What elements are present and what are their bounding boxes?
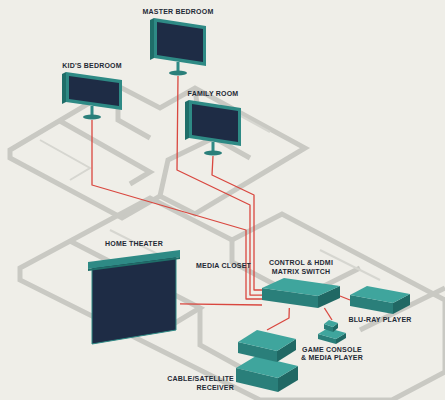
room-label: GAME CONSOLE & MEDIA PLAYER <box>300 346 364 363</box>
stack-drawing <box>236 330 298 392</box>
tv-screen: MASTER BEDROOM <box>143 8 214 76</box>
shape-face <box>92 256 176 344</box>
tv-base <box>204 151 222 156</box>
game-console: GAME CONSOLE & MEDIA PLAYER <box>300 320 364 363</box>
shape-face <box>154 18 206 66</box>
hdmi-cable <box>180 304 262 305</box>
shape-face <box>192 104 238 142</box>
room-label: KID'S BEDROOM <box>62 62 122 70</box>
tv-base <box>169 71 187 76</box>
shape-face <box>157 22 203 62</box>
upper-wall <box>118 86 150 138</box>
room-label: CABLE/SATELLITE RECEIVER <box>156 375 234 392</box>
hdmi-cable <box>212 156 262 290</box>
room-label: FAMILY ROOM <box>188 90 239 98</box>
proj-drawing <box>88 250 180 348</box>
shape-face <box>185 100 189 140</box>
tv-drawing <box>185 100 241 156</box>
hdmi-cable <box>267 308 289 330</box>
shape-face <box>324 320 338 327</box>
tv-drawing <box>150 18 206 76</box>
shape-face <box>88 257 180 271</box>
room-label: BLU-RAY PLAYER <box>348 316 411 324</box>
shape-face <box>238 330 296 351</box>
shape-face <box>189 100 241 146</box>
cable-receiver: CABLE/SATELLITE RECEIVER <box>156 330 298 392</box>
bluray-player: BLU-RAY PLAYER <box>348 286 411 324</box>
game-drawing <box>318 320 346 344</box>
tv-base <box>83 115 101 120</box>
room-label: CONTROL & HDMI MATRIX SWITCH <box>262 259 340 276</box>
matrix-switch: CONTROL & HDMI MATRIX SWITCH <box>262 259 340 308</box>
hdmi-cable <box>177 76 262 295</box>
upper-inner-wall <box>40 140 90 180</box>
room-label: MASTER BEDROOM <box>143 8 214 16</box>
shape-face <box>262 278 340 296</box>
tv-drawing <box>62 72 122 120</box>
shape-face <box>69 76 119 106</box>
box-drawing <box>262 278 340 308</box>
tv-screen: KID'S BEDROOM <box>62 62 122 120</box>
shape-face <box>66 72 122 110</box>
projection-screen: HOME THEATER <box>88 240 180 348</box>
shape-face <box>350 286 410 303</box>
shape-face <box>150 18 154 60</box>
tv-screen: FAMILY ROOM <box>185 90 241 156</box>
room-label: HOME THEATER <box>105 240 163 248</box>
box-drawing <box>350 286 410 314</box>
hdmi-cable <box>324 308 332 320</box>
shape-face <box>62 72 66 104</box>
hdmi-cable <box>340 296 350 300</box>
lower-floor-outline <box>20 198 445 400</box>
room-label: MEDIA CLOSET <box>196 262 251 270</box>
upper-floor-outline <box>10 86 305 218</box>
